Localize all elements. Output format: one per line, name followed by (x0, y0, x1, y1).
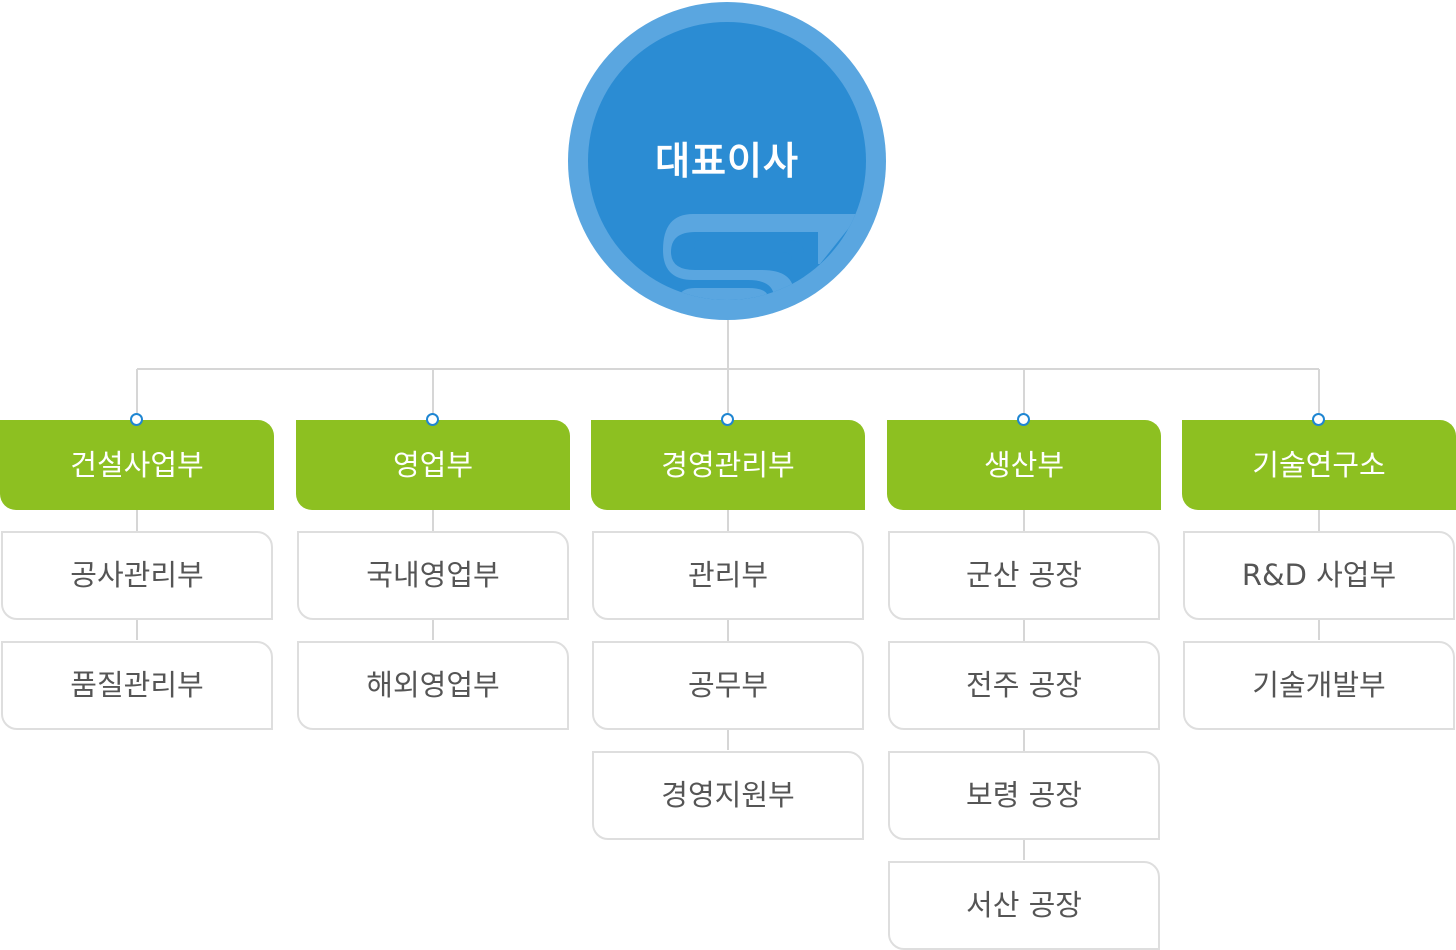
department-label: 영업부 (392, 448, 474, 482)
department-box[interactable]: 영업부 (296, 413, 570, 510)
team-box[interactable]: 품질관리부 (1, 641, 273, 730)
column-sales: 영업부 국내영업부 해외영업부 (296, 413, 570, 730)
team-list: 국내영업부 해외영업부 (296, 531, 570, 730)
department-label: 기술연구소 (1252, 448, 1386, 482)
team-box[interactable]: R&D 사업부 (1183, 531, 1455, 620)
team-box[interactable]: 서산 공장 (888, 861, 1160, 950)
department-box[interactable]: 생산부 (887, 413, 1161, 510)
column-research: 기술연구소 R&D 사업부 기술개발부 (1182, 413, 1456, 730)
team-box[interactable]: 해외영업부 (297, 641, 569, 730)
team-box[interactable]: 공무부 (592, 641, 864, 730)
department-box[interactable]: 기술연구소 (1182, 413, 1456, 510)
department-label: 생산부 (983, 448, 1065, 482)
department-label: 경영관리부 (661, 448, 795, 482)
connector-dot-icon (721, 413, 734, 426)
column-construction: 건설사업부 공사관리부 품질관리부 (0, 413, 274, 730)
column-production: 생산부 군산 공장 전주 공장 보령 공장 서산 공장 (887, 413, 1161, 950)
team-box[interactable]: 경영지원부 (592, 751, 864, 840)
connector-dot-icon (1017, 413, 1030, 426)
ceo-circle (568, 2, 886, 320)
team-box[interactable]: 군산 공장 (888, 531, 1160, 620)
team-list: 군산 공장 전주 공장 보령 공장 서산 공장 (887, 531, 1161, 950)
department-box[interactable]: 경영관리부 (591, 413, 865, 510)
connector-dot-icon (426, 413, 439, 426)
team-box[interactable]: 보령 공장 (888, 751, 1160, 840)
team-box[interactable]: 전주 공장 (888, 641, 1160, 730)
team-list: R&D 사업부 기술개발부 (1182, 531, 1456, 730)
ceo-title: 대표이사 (655, 139, 799, 183)
connector-dot-icon (130, 413, 143, 426)
connector-dot-icon (1312, 413, 1325, 426)
ceo-node: 대표이사 (568, 2, 886, 320)
team-list: 공사관리부 품질관리부 (0, 531, 274, 730)
team-box[interactable]: 관리부 (592, 531, 864, 620)
department-label: 건설사업부 (70, 448, 204, 482)
column-management: 경영관리부 관리부 공무부 경영지원부 (591, 413, 865, 840)
team-box[interactable]: 국내영업부 (297, 531, 569, 620)
team-box[interactable]: 공사관리부 (1, 531, 273, 620)
team-box[interactable]: 기술개발부 (1183, 641, 1455, 730)
department-box[interactable]: 건설사업부 (0, 413, 274, 510)
team-list: 관리부 공무부 경영지원부 (591, 531, 865, 840)
